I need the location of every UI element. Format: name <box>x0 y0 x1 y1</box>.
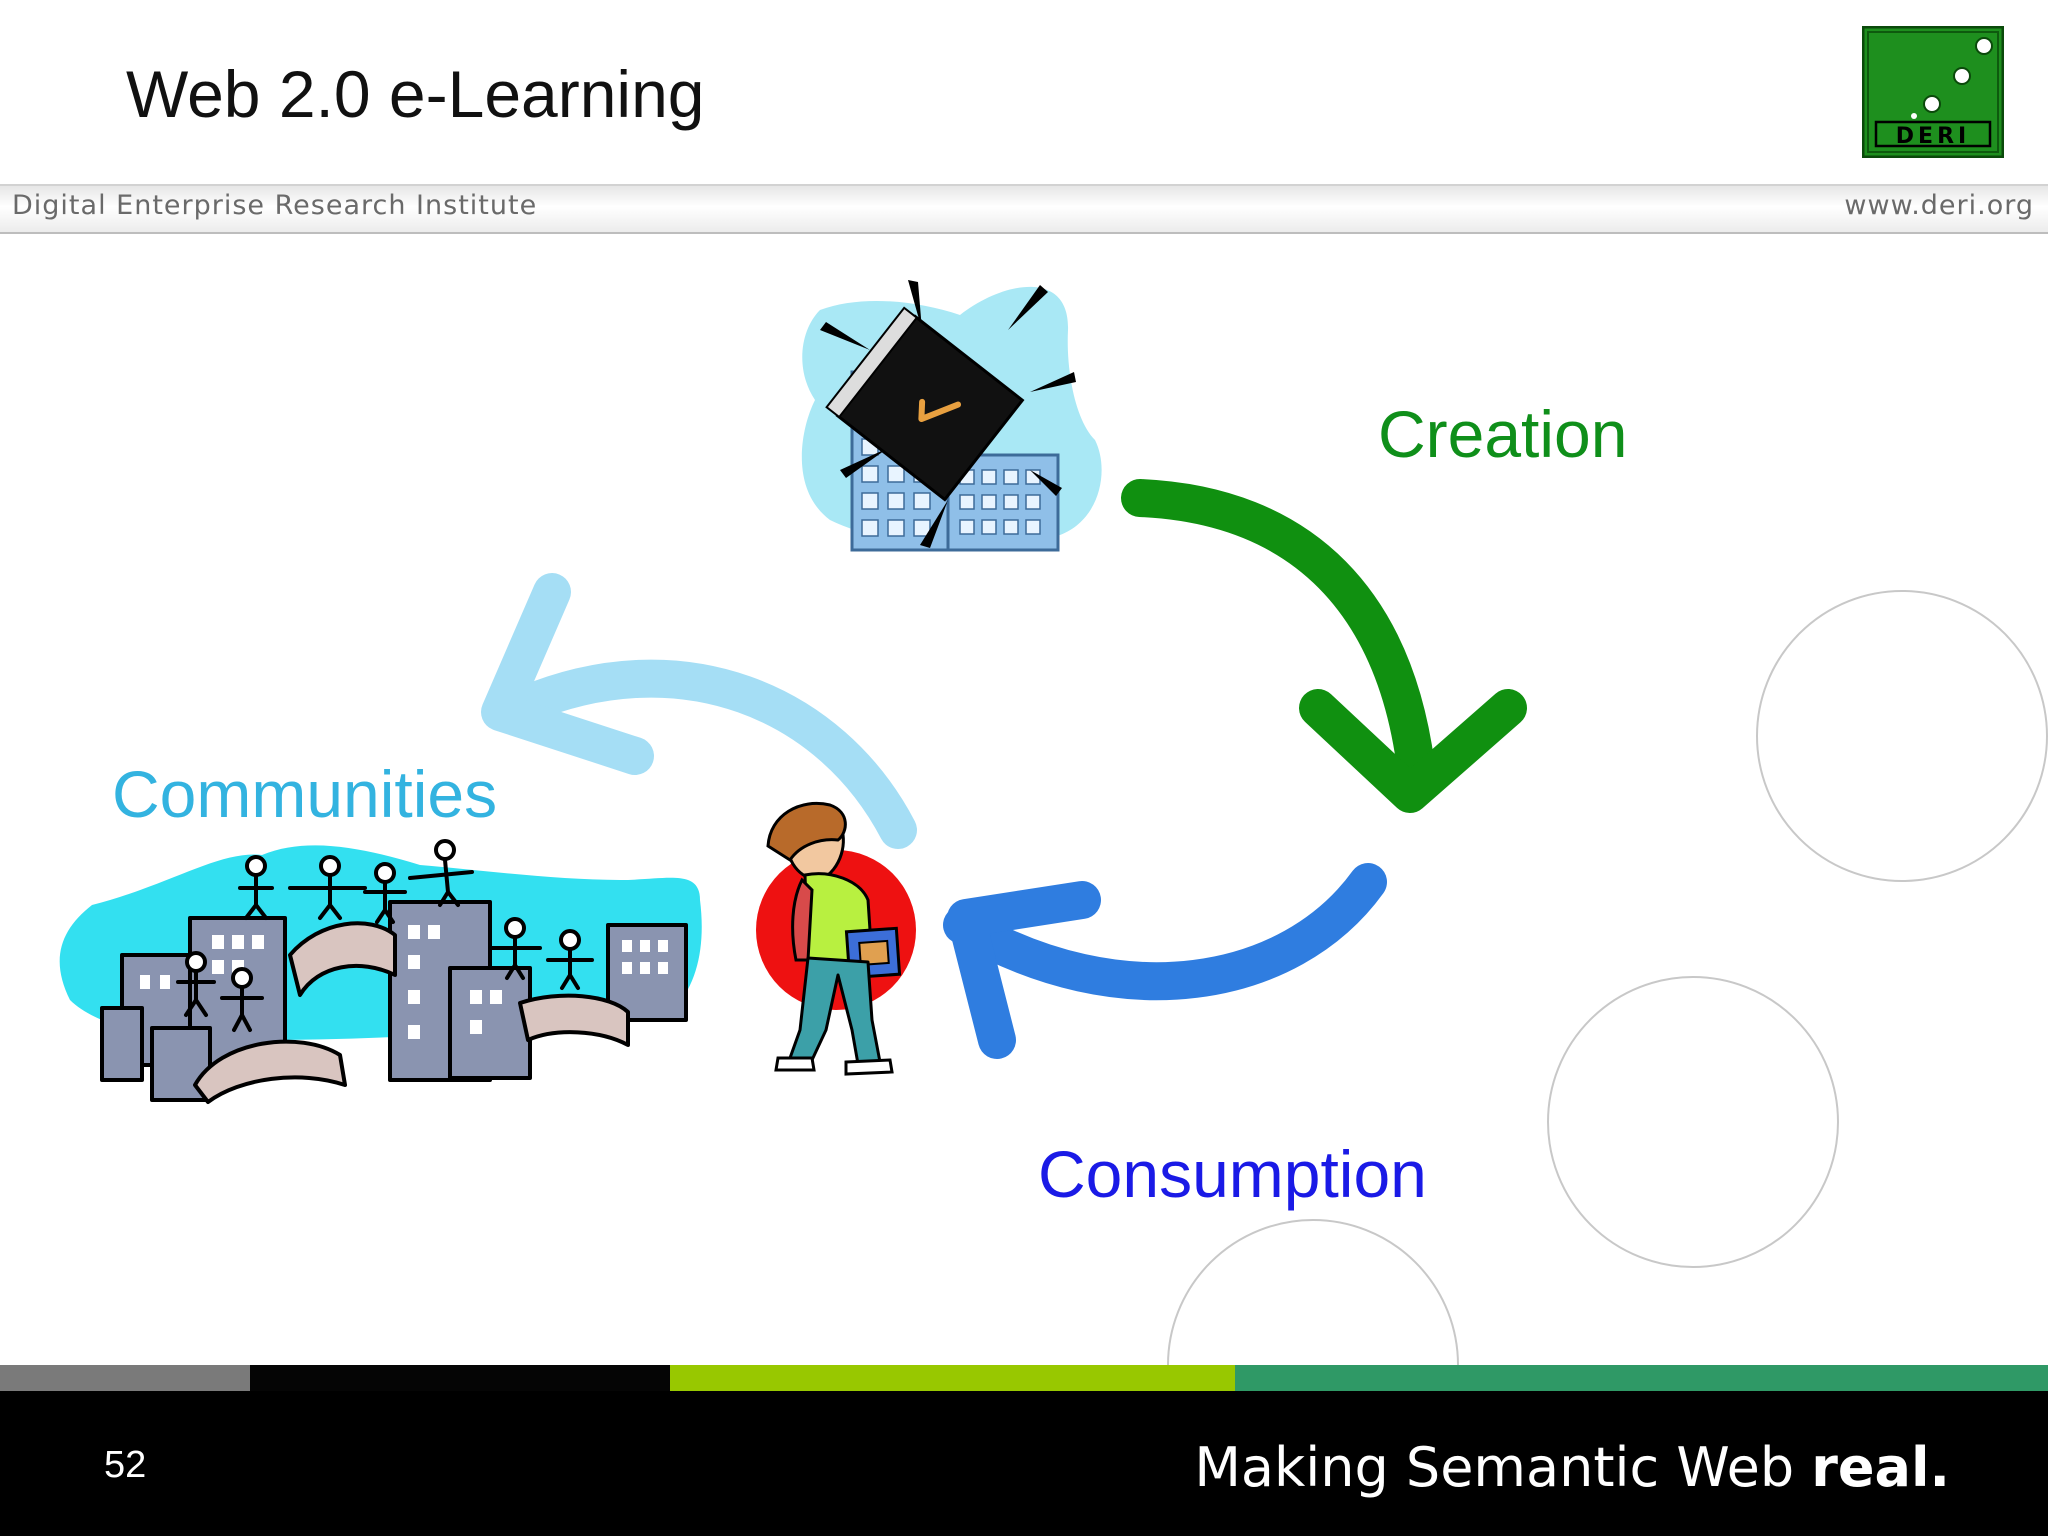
tagline: Making Semantic Web real. <box>1194 1436 1950 1499</box>
footer-stripe-black <box>250 1365 670 1391</box>
footer-stripe-green <box>1235 1365 2048 1391</box>
communities-label: Communities <box>112 757 498 831</box>
header-band <box>0 184 2048 234</box>
creation-label: Creation <box>1378 397 1628 471</box>
city-community-icon <box>59 839 702 1104</box>
communities-arrow <box>481 573 917 849</box>
footer-stripe-gray <box>0 1365 250 1391</box>
student-icon <box>756 802 916 1076</box>
building-with-notebook-icon <box>801 280 1102 552</box>
decorative-circles <box>1167 590 2048 1366</box>
consumption-arrow <box>943 863 1387 1059</box>
footer-stripe-lime <box>670 1365 1235 1391</box>
svg-text:DERI: DERI <box>1896 124 1970 149</box>
tagline-bold: real. <box>1811 1436 1950 1499</box>
slide-title: Web 2.0 e-Learning <box>126 57 705 131</box>
deri-logo: DERI <box>1862 26 2004 158</box>
institute-name: Digital Enterprise Research Institute <box>12 190 538 221</box>
consumption-label: Consumption <box>1038 1137 1427 1211</box>
tagline-regular: Making Semantic Web <box>1194 1436 1812 1499</box>
footer <box>0 1391 2048 1536</box>
page-number: 52 <box>104 1444 147 1486</box>
creation-arrow <box>1121 479 1527 813</box>
website-url: www.deri.org <box>1844 190 2034 221</box>
